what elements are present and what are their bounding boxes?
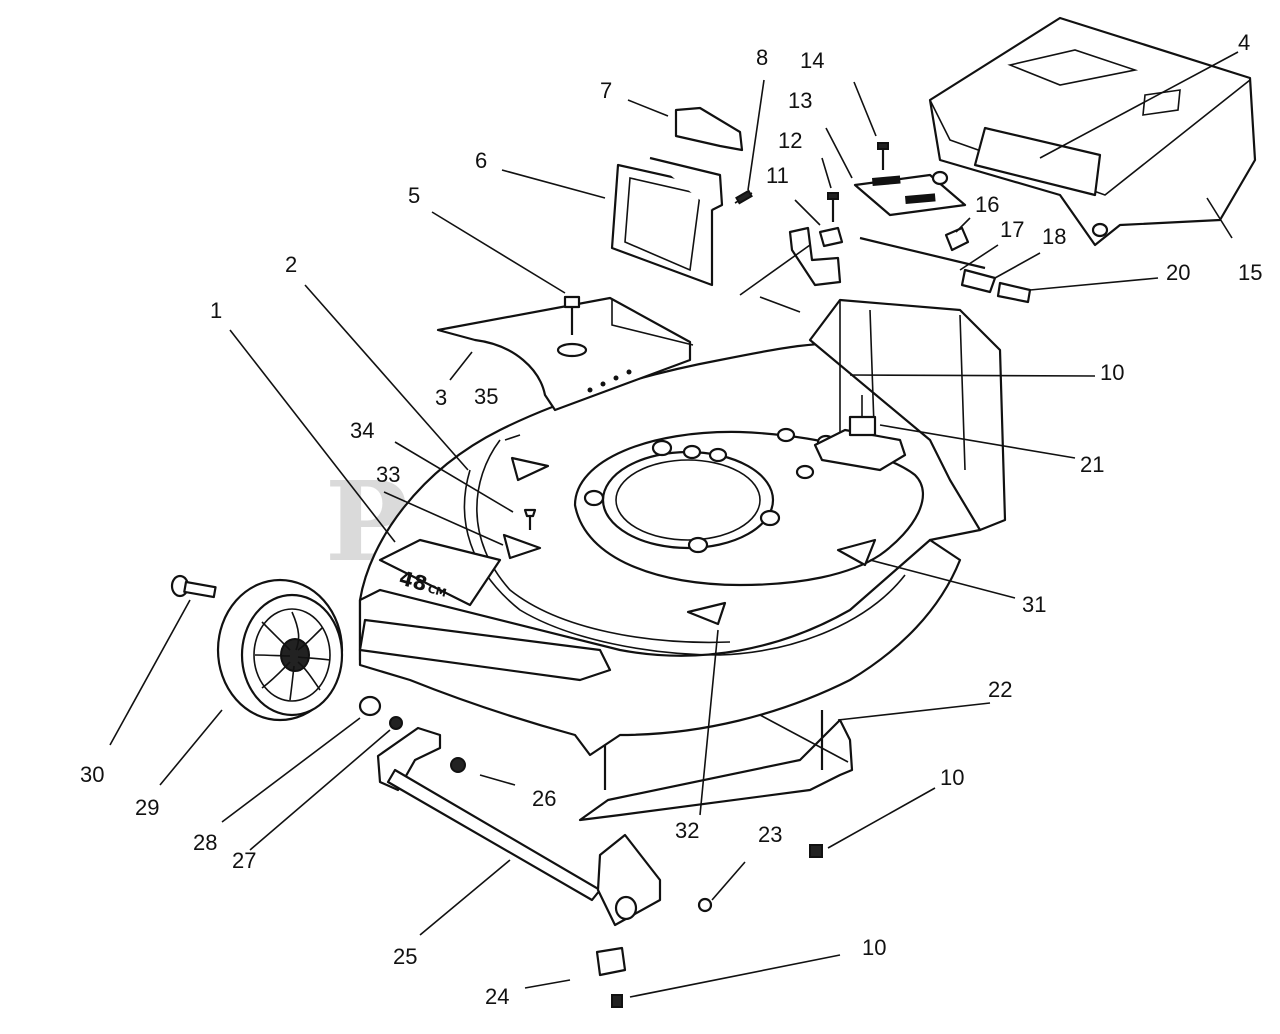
callout-22: 22 <box>988 677 1012 702</box>
svg-text:CM: CM <box>426 582 448 599</box>
mounting-bosses <box>583 427 856 554</box>
callout-6: 6 <box>475 148 487 173</box>
front-axle <box>376 726 713 927</box>
callout-32: 32 <box>675 818 699 843</box>
callout-20: 20 <box>1166 260 1190 285</box>
handle-pivot-parts <box>739 142 1032 313</box>
callout-27: 27 <box>232 848 256 873</box>
callout-3: 3 <box>435 385 447 410</box>
washer-27 <box>389 716 403 730</box>
callout-12: 12 <box>778 128 802 153</box>
callout-31: 31 <box>1022 592 1046 617</box>
leader-lines <box>109 51 1239 998</box>
callout-26: 26 <box>532 786 556 811</box>
arrow-decal-31 <box>836 538 877 567</box>
screw-34 <box>523 508 537 530</box>
lever-24 <box>595 946 627 977</box>
arrow-decal-35 <box>510 456 550 482</box>
wheel-bolt <box>170 574 217 599</box>
callout-17: 17 <box>1000 217 1024 242</box>
callout-8: 8 <box>756 45 768 70</box>
arrow-decal-33 <box>502 533 542 560</box>
front-wheel <box>216 578 344 722</box>
callout-10-b: 10 <box>940 765 964 790</box>
callout-labels: 1 2 3 4 5 6 7 8 10 11 12 13 14 15 16 17 … <box>80 30 1262 1009</box>
chute-plate <box>436 295 694 412</box>
callout-34: 34 <box>350 418 374 443</box>
callout-7: 7 <box>600 78 612 103</box>
mower-deck: 48 CM <box>358 298 1007 757</box>
adjuster-bracket <box>813 395 907 472</box>
callout-5: 5 <box>408 183 420 208</box>
arrow-decal-32 <box>686 601 727 626</box>
callout-23: 23 <box>758 822 782 847</box>
callout-28: 28 <box>193 830 217 855</box>
wheel-bushing <box>358 695 382 717</box>
callout-25: 25 <box>393 944 417 969</box>
chute-latch <box>674 106 744 152</box>
callout-13: 13 <box>788 88 812 113</box>
callout-16: 16 <box>975 192 999 217</box>
callout-10-a: 10 <box>1100 360 1124 385</box>
discharge-chute <box>610 156 724 287</box>
callout-35: 35 <box>474 384 498 409</box>
callout-15: 15 <box>1238 260 1262 285</box>
callout-4: 4 <box>1238 30 1250 55</box>
callout-14: 14 <box>800 48 824 73</box>
callout-10-c: 10 <box>862 935 886 960</box>
callout-1: 1 <box>210 298 222 323</box>
callout-2: 2 <box>285 252 297 277</box>
deck-size-decal: 48 CM <box>378 538 502 607</box>
callout-18: 18 <box>1042 224 1066 249</box>
callout-11: 11 <box>766 163 789 188</box>
callout-24: 24 <box>485 984 509 1009</box>
callout-33: 33 <box>376 462 400 487</box>
callout-29: 29 <box>135 795 159 820</box>
callout-21: 21 <box>1080 452 1104 477</box>
callout-30: 30 <box>80 762 104 787</box>
